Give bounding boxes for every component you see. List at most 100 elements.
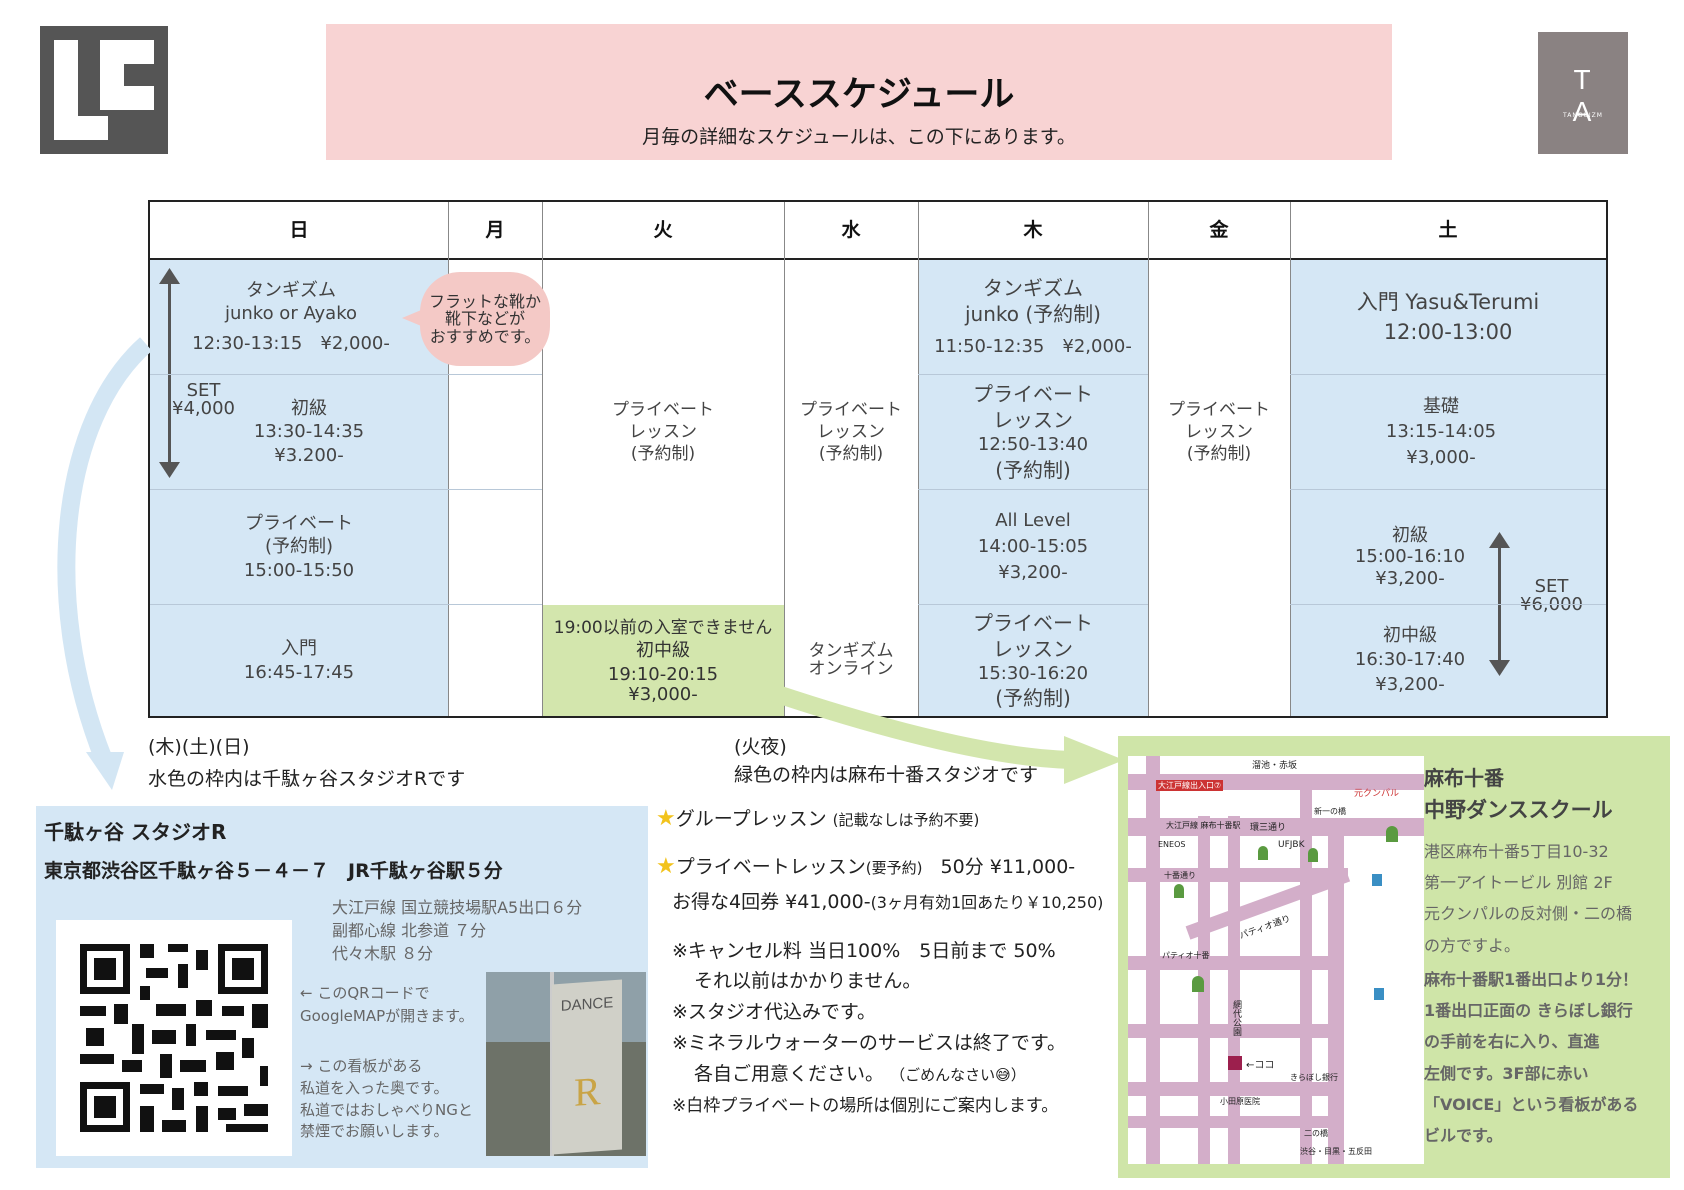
tue-night-l2: 初中級 [636,640,690,662]
map-label-top: 溜池・赤坂 [1252,761,1298,771]
azabu-address: 港区麻布十番5丁目10-32 第一アイトービル 別館 2F 元クンパルの反対側・… [1424,836,1632,961]
fri-priv-l2: レッスン [1185,421,1253,442]
thu-private1-cell: プライベート レッスン 12:50-13:40 (予約制) [918,375,1148,489]
map-road [1228,816,1240,1164]
day-thu-header: 木 [1023,218,1043,241]
sun-private-cell: プライベート (予約制) 15:00-15:50 [150,490,448,604]
wed-private-cell: プライベート レッスン (予約制) [784,260,918,604]
wed-priv-l3: (予約制) [818,444,884,465]
map-label-park: 網代公園 [1231,1000,1241,1036]
sat-c4-l3: ¥3,200- [1375,673,1445,695]
azabu-addr-line: の方ですよ。 [1424,935,1521,955]
thu-c2-l3: 12:50-13:40 [977,434,1089,456]
sun-c4-l2: 16:45-17:45 [243,661,355,683]
water-apology-end: ） [1010,1065,1026,1084]
ticket-row: お得な4回券 ¥41,000-(3ヶ月有効1回あたり￥10,250) [672,891,1103,914]
thu-c1-l2: junko (予約制) [965,302,1101,327]
schedule-header: ベーススケジュール 月毎の詳細なスケジュールは、この下にあります。 [326,24,1392,160]
sun-c3-l1: プライベート [245,512,353,534]
tue-private-cell: プライベート レッスン (予約制) [542,260,784,604]
qr-code-icon [80,944,268,1132]
map-road [1328,836,1344,1164]
thu-c2-l1: プライベート [973,382,1093,407]
fri-priv-l3: (予約制) [1186,444,1252,465]
sign-note-line: 禁煙でお願いします。 [300,1122,449,1141]
day-mon-header: 月 [485,218,505,241]
sat-set-arrowheads [1489,532,1510,676]
studio-sign-photo: DANCE R [486,972,646,1156]
qr-note-line: GoogleMAPが開きます。 [300,1007,474,1026]
thu-c3-l2: 14:00-15:05 [977,535,1089,557]
day-sun-header: 日 [289,218,309,241]
direction-line: の手前を右に入り、直進 [1424,1032,1600,1052]
sendagaya-access: 大江戸線 国立競技場駅A5出口６分 副都心線 北参道 ７分 代々木駅 ８分 [332,896,582,966]
map-road [1146,756,1160,1164]
green-days-note: (火夜) [734,736,787,758]
star-icon: ★ [656,854,676,880]
shoes-tip-bubble: フラットな靴か 靴下などが おすすめです。 [420,272,550,366]
ticket-note: (3ヶ月有効1回あたり￥10,250) [870,892,1104,912]
thu-tanguizm-cell: タンギズム junko (予約制) 11:50-12:35 ¥2,000- [918,260,1148,374]
thu-private2-cell: プライベート レッスン 15:30-16:20 (予約制) [918,605,1148,716]
blue-frame-note: 水色の枠内は千駄ヶ谷スタジオRです [148,768,466,790]
tanguizm-logo: T A TANGUIZM [1538,32,1628,154]
azabu-directions: 麻布十番駅1番出口より1分！ 1番出口正面の きらぼし銀行 の手前を右に入り、直… [1424,964,1638,1151]
sendagaya-address: 東京都渋谷区千駄ヶ谷５－４－７ JR千駄ヶ谷駅５分 [44,860,503,882]
access-line: 代々木駅 ８分 [332,944,434,964]
fri-private-cell: プライベート レッスン (予約制) [1148,260,1290,604]
google-map-qr-code[interactable] [56,920,292,1156]
grid-line [918,374,1148,375]
tue-priv-l2: レッスン [629,421,697,442]
sun-c3-l3: 15:00-15:50 [243,559,355,581]
direction-line: 左側です。3F部に赤い [1424,1063,1589,1083]
sat-set-l1: SET [1534,576,1569,597]
map-label-station: 大江戸線 麻布十番駅 [1166,821,1241,830]
sun-c1-l2: junko or Ayako [224,303,358,325]
map-label-street3: 環三通り [1250,823,1287,833]
sun-set-arrowheads [159,268,180,478]
studio-fee-note: ※スタジオ代込みです。 [672,1001,877,1024]
sat-c3-l2: 15:00-16:10 [1354,546,1466,568]
map-label-exit: 大江戸線出入口⑦ [1156,780,1224,791]
sun-c2-l3: ¥3.200- [274,444,344,466]
lesson-info: ★グループレッスン (記載なしは予約不要) ★プライベートレッスン(要予約) 5… [656,806,1103,1116]
sun-c1-l1: タンギズム [246,279,336,301]
map-label-patio: パティオ十番 [1162,951,1210,960]
ticket-price: お得な4回券 ¥41,000- [672,890,871,913]
azabu-addr-line: 第一アイトービル 別館 2F [1424,873,1613,893]
grid-line [150,374,542,375]
private-lesson-price: 50分 ¥11,000- [940,856,1076,879]
water-apology: （ごめんなさい [890,1065,996,1084]
direction-line: 「VOICE」という看板がある [1424,1094,1639,1114]
sat-c2-l2: 13:15-14:05 [1385,421,1497,443]
sun-c2-l1: 初級 [291,397,327,419]
green-frame-note: 緑色の枠内は麻布十番スタジオです [734,764,1039,786]
sat-intermediate-cell: 初中級 16:30-17:40 ¥3,200- [1290,605,1606,716]
sorry-emoji-icon: 😅 [995,1065,1011,1084]
station-icon [1372,874,1382,886]
wed-online-cell: タンギズム オンライン [784,605,918,716]
grid-line [918,202,919,716]
map-label-jubanst: 十番通り [1164,871,1196,880]
grid-line [784,202,785,716]
bubble-l2: 靴下などが [444,309,525,329]
grid-line [448,202,449,716]
grid-line [542,202,543,716]
sun-intro-cell: 入門 16:45-17:45 [150,605,448,716]
header-divider [150,258,1606,260]
thu-c3-l1: All Level [995,509,1071,531]
azabu-access-map: 溜池・赤坂 大江戸線出入口⑦ 元クンパル 大江戸線 麻布十番駅 環三通り UFJ… [1128,756,1424,1164]
grid-line [1148,202,1149,716]
qr-note: ← このQRコードで GoogleMAPが開きます。 [300,982,474,1029]
sign-note: → この看板がある 私道を入った奥です。 私道ではおしゃべりNGと 禁煙でお願い… [300,1056,473,1143]
sign-board: DANCE R [552,979,622,1155]
sun-c4-l1: 入門 [281,638,317,660]
thu-c4-l4: (予約制) [995,686,1071,711]
bubble-l1: フラットな靴か [428,291,541,311]
azabu-name2: 中野ダンススクール [1424,798,1613,822]
tanguizm-logo-text: TANGUIZM [1563,112,1603,119]
sign-note-line: 私道ではおしゃべりNGと [300,1100,473,1119]
thu-c2-l4: (予約制) [995,457,1071,482]
sun-set-label: SET ¥4,000 [172,382,235,418]
lc-logo-mark [54,40,154,140]
